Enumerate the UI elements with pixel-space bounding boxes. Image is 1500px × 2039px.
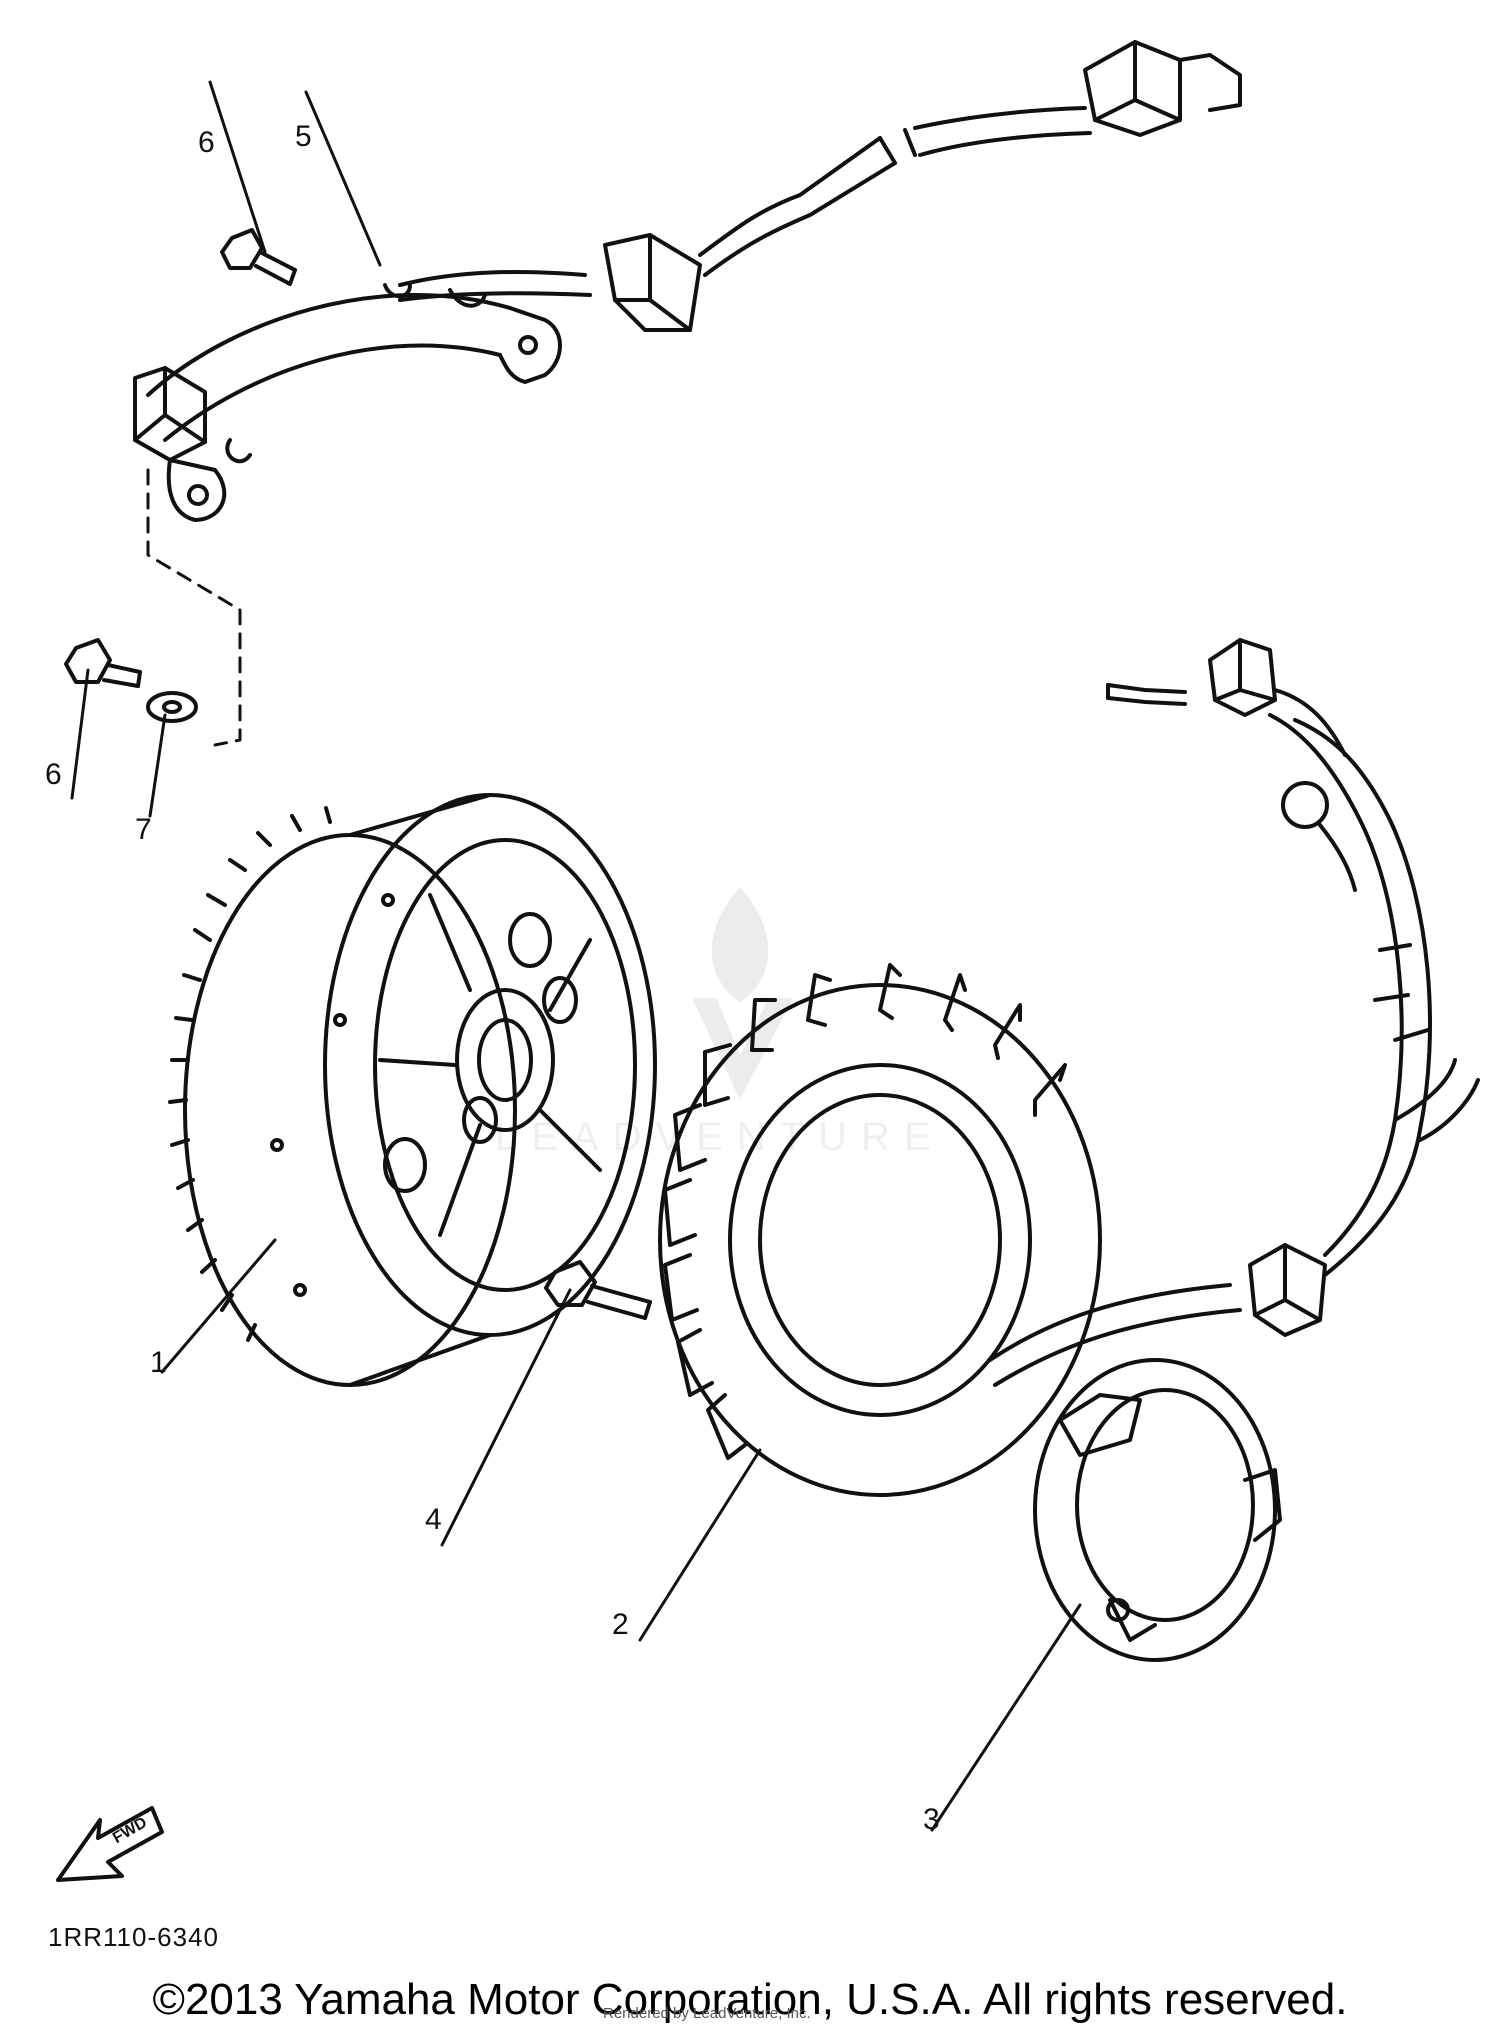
callout-5: 5 <box>295 120 312 153</box>
leader-lines <box>70 80 1082 1832</box>
callout-2: 2 <box>612 1608 629 1641</box>
pickup-coil-assembly <box>133 40 1242 522</box>
alignment-dashed-line <box>146 468 242 747</box>
callout-6-upper: 6 <box>198 126 215 159</box>
copyright-notice: ©2013 Yamaha Motor Corporation, U.S.A. A… <box>152 1975 1348 2024</box>
diagram-code: 1RR110-6340 <box>48 1922 219 1952</box>
bolt <box>544 1260 652 1320</box>
rendered-by-note: Rendered by LeadVenture, Inc. <box>603 2005 811 2022</box>
callout-1: 1 <box>150 1346 167 1379</box>
watermark-logo <box>693 888 792 1097</box>
callout-4: 4 <box>425 1503 442 1536</box>
stator-coil-assembly <box>658 638 1480 1497</box>
forward-direction-arrow <box>56 1806 164 1882</box>
stator-cover-ring <box>1033 1358 1282 1662</box>
callout-3: 3 <box>923 1803 940 1836</box>
callout-6-lower: 6 <box>45 758 62 791</box>
screw-lower <box>64 638 142 688</box>
watermark-text: LEADVENTURE <box>495 1115 945 1159</box>
washer <box>146 691 198 723</box>
flywheel-rotor <box>168 793 657 1387</box>
screw-upper <box>220 228 297 286</box>
callout-7: 7 <box>135 813 152 846</box>
